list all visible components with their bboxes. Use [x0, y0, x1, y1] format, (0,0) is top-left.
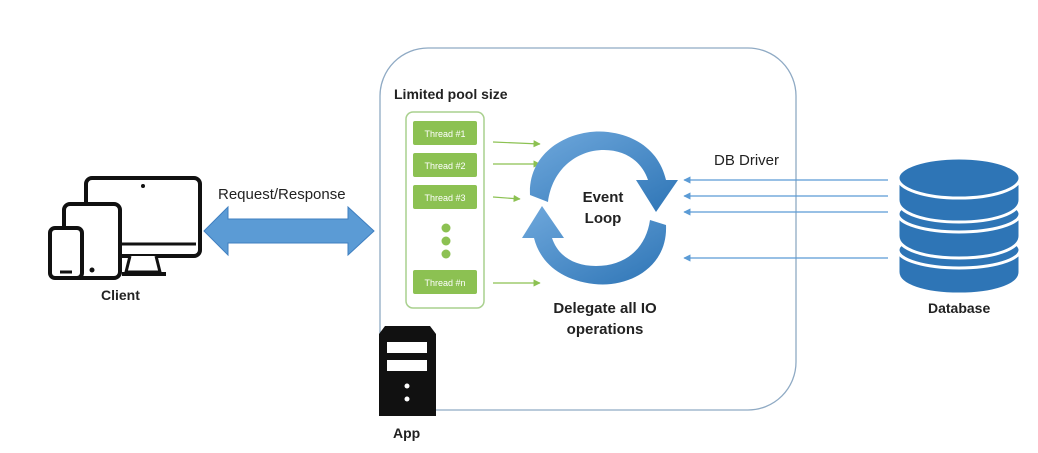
request-response-label: Request/Response	[218, 186, 346, 203]
event-loop-label-line1: Event	[582, 189, 624, 206]
thread-ellipsis-dots	[441, 223, 451, 259]
svg-text:Thread #3: Thread #3	[424, 193, 465, 203]
app-container	[379, 47, 797, 411]
request-response-arrow	[203, 205, 375, 257]
thread-2: Thread #2	[413, 153, 477, 177]
event-loop-label-line2: Loop	[584, 210, 622, 227]
delegate-label-line2: operations	[566, 321, 644, 338]
database-label: Database	[928, 300, 991, 316]
thread-1: Thread #1	[413, 121, 477, 145]
database-icon	[896, 156, 1022, 296]
db-driver-label: DB Driver	[714, 152, 780, 169]
client-label: Client	[101, 287, 140, 303]
db-driver-arrows	[683, 176, 888, 262]
pool-title: Limited pool size	[394, 86, 508, 102]
thread-3: Thread #3	[413, 185, 477, 209]
event-loop-icon	[522, 131, 678, 285]
app-server-icon	[379, 326, 436, 416]
thread-to-loop-arrows	[492, 140, 541, 287]
thread-n: Thread #n	[413, 270, 477, 294]
app-label: App	[393, 425, 421, 441]
svg-text:Thread #1: Thread #1	[424, 129, 465, 139]
client-devices-icon	[48, 176, 202, 280]
svg-text:Thread #2: Thread #2	[424, 161, 465, 171]
delegate-label-line1: Delegate all IO	[553, 300, 657, 317]
svg-text:Thread #n: Thread #n	[424, 278, 465, 288]
